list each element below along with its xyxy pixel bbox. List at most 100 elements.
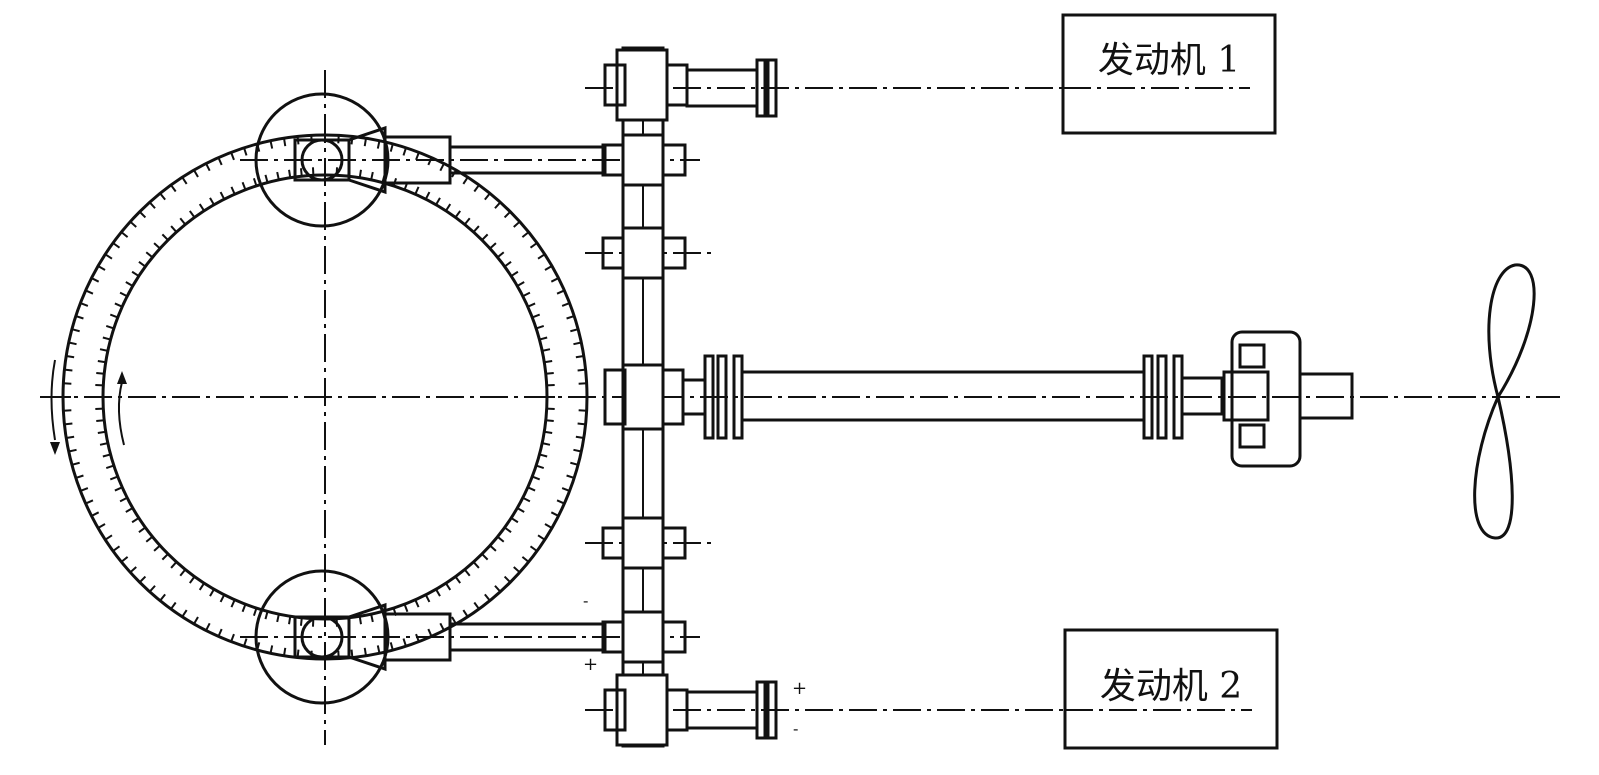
ring-tooth [402,638,407,647]
propeller [1473,263,1536,540]
engine-1-box [1061,13,1277,135]
gearbox-top-lug [1238,343,1266,369]
ring-tooth [120,556,129,563]
ring-tooth [403,603,409,613]
ring-tooth [424,594,431,603]
ring-tooth [288,616,292,625]
ring-tooth [513,220,521,228]
ring-tooth [439,163,445,172]
ring-tooth [219,191,226,200]
gear-boss-engine1 [603,63,627,107]
engine-2-label: 发动机 2 [1100,666,1242,707]
ring-tooth [193,616,199,625]
ring-tooth [80,302,89,307]
ring-tooth [189,576,196,584]
ring-tooth [104,534,113,541]
ring-tooth [350,649,354,658]
ring-tooth [209,197,215,206]
ring-tooth [454,210,461,218]
ring-tooth [570,461,579,466]
ring-tooth [241,603,247,613]
ring-tooth [91,277,100,283]
engine2-coupling [685,680,778,740]
ring-tooth [179,217,187,226]
engine2-flange-b [766,680,778,740]
ring-gear-teeth [63,135,587,659]
ring-tooth [75,474,84,479]
ring-tooth [71,461,80,466]
gearbox-center-block [1222,370,1270,422]
ring-tooth [522,496,531,503]
ring-tooth [148,585,156,593]
ring-tooth [539,453,548,458]
ring-tooth [102,336,111,341]
ring-tooth [494,585,502,593]
ring-tooth [462,609,469,618]
outer-rotation-arrowhead [50,442,60,455]
ring-tooth [109,475,119,481]
ring-tooth [161,233,169,241]
ring-tooth [179,568,187,577]
ring-tooth [415,152,420,161]
lower-pinion-circle [254,569,390,705]
upper-shaft [448,145,607,175]
ring-tooth [66,435,75,439]
gear-boss-idler-bottom-left [601,526,625,560]
gear-block-idler-bottom [621,516,665,570]
ring-tooth [64,422,73,426]
ring-tooth [269,140,274,149]
ring-tooth [219,594,226,603]
ring-tooth [363,138,367,147]
ring-tooth [472,225,480,233]
ring-tooth [427,157,433,166]
ring-tooth [129,220,137,228]
ring-tooth [170,561,178,569]
upper-pinion-circle [254,92,390,228]
ring-tooth [119,496,128,503]
ring-tooth [389,642,394,651]
gear-boss-upper-left [601,143,625,177]
ring-gear [50,133,589,661]
gear-block-lower [621,610,665,664]
ring-tooth [104,253,113,260]
ring-tooth [276,613,280,623]
right-gearbox [1222,330,1354,468]
gear-boss-engine2 [603,688,627,732]
ring-tooth [283,647,287,656]
ring-tooth [91,511,100,517]
ring-tooth [96,371,105,375]
ring-tooth [112,545,121,552]
ring-tooth [358,616,362,625]
ring-tooth [138,261,146,268]
ring-tooth [544,430,553,434]
gear-boss-output-left [603,368,627,426]
ring-tooth [68,341,77,346]
engine1-flange-a [755,58,767,118]
ring-tooth [125,281,134,287]
ring-tooth [473,601,480,610]
ring-tooth [96,419,105,423]
ring-tooth [535,324,545,330]
ring-tooth [531,475,541,481]
ring-tooth [513,566,521,574]
ring-tooth [570,328,579,333]
ring-tooth [299,168,303,177]
ring-tooth [269,645,274,654]
ring-tooth [264,611,269,620]
ring-tooth [544,523,553,529]
ring-tooth [537,253,546,260]
ring-tooth [545,419,554,423]
ring-tooth [85,289,94,295]
output-flange-2 [716,354,728,440]
ring-tooth [170,184,177,193]
ring-tooth [138,526,146,533]
engine2-flange-a [755,680,767,740]
ring-tooth [97,265,106,271]
ring-tooth [414,599,420,608]
ring-tooth [489,544,497,552]
ring-tooth [230,186,236,195]
ring-tooth [299,617,303,626]
ring-tooth [424,191,431,200]
ring-tooth [489,242,497,250]
ring-tooth [252,177,258,187]
